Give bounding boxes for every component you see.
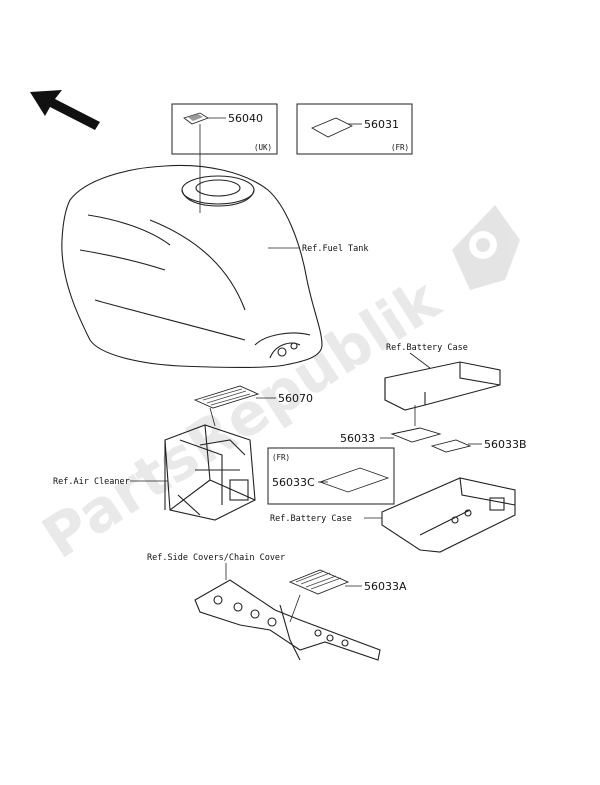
gear-icon [452,205,520,290]
direction-arrow-icon [30,90,100,130]
label-box-56031: 56031 (FR) [296,103,413,155]
air-cleaner-illustration [164,424,256,521]
chain-cover-illustration [194,579,381,661]
ref-air-cleaner: Ref.Air Cleaner [53,477,130,487]
watermark-text: PartsRepublik [31,265,453,572]
part-number-56033A: 56033A [364,580,407,593]
part-number-56033C: 56033C [272,476,315,489]
label-box-56040: 56040 (UK) [171,103,278,155]
part-number-56040: 56040 [228,112,263,125]
region-fr-box: (FR) [272,453,290,462]
battery-case-lower-illustration [381,477,516,553]
label-56033A: 56033A [288,569,407,595]
region-fr-top: (FR) [391,143,409,152]
ref-battery-case-upper: Ref.Battery Case [386,343,468,353]
battery-case-upper-illustration [384,361,501,411]
ref-battery-case-lower: Ref.Battery Case [270,514,352,524]
ref-fuel-tank: Ref.Fuel Tank [302,244,369,254]
watermark: PartsRepublik [31,265,453,572]
part-number-56070: 56070 [278,392,313,405]
part-number-56033B: 56033B [484,438,527,451]
part-number-56033: 56033 [340,432,375,445]
ref-side-covers: Ref.Side Covers/Chain Cover [147,553,285,563]
region-uk: (UK) [254,143,272,152]
fuel-tank-illustration [61,164,323,368]
label-box-56033C: (FR) 56033C [267,447,395,505]
label-56070: 56070 [193,385,313,409]
part-number-56031: 56031 [364,118,399,131]
